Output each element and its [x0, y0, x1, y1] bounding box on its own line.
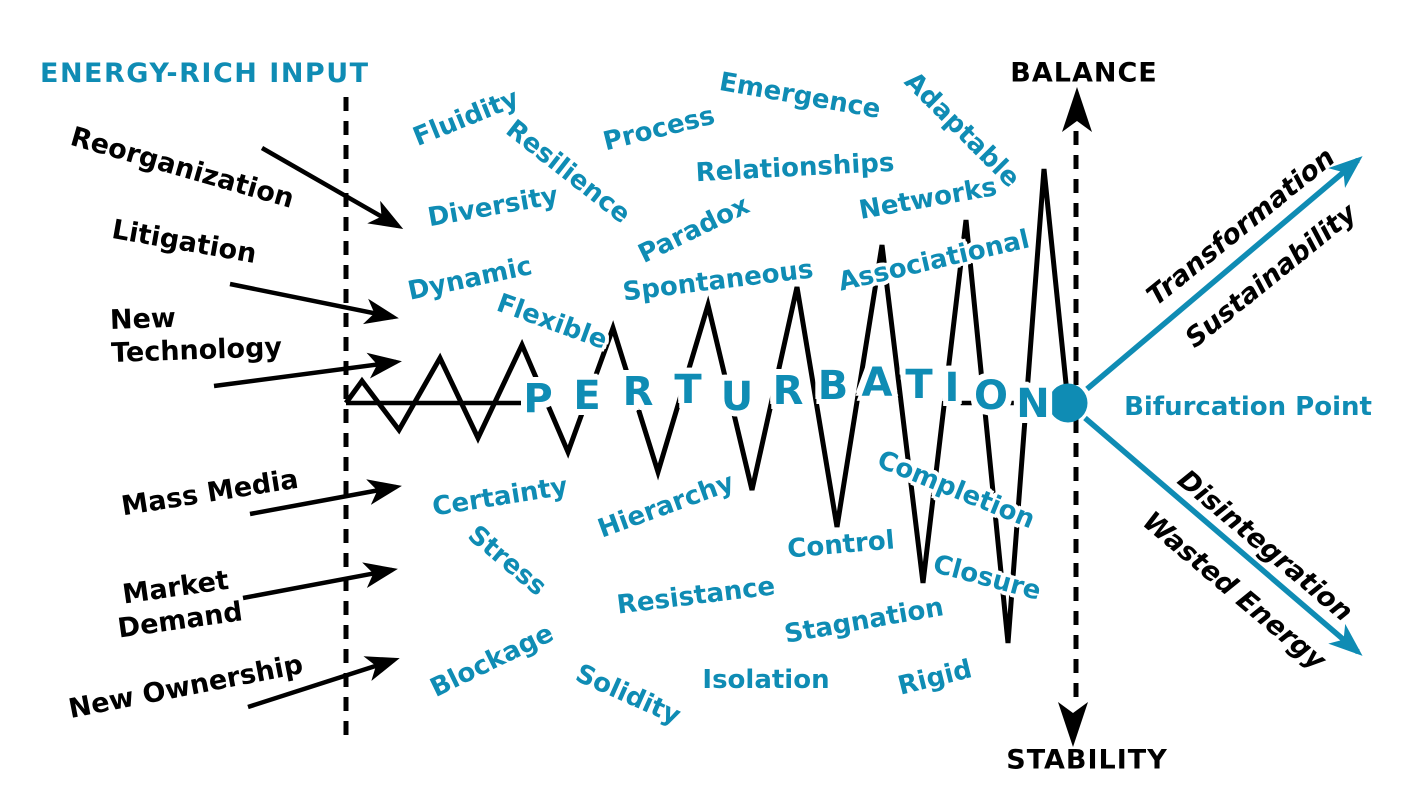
- axis-up-arrowhead: [1062, 87, 1092, 132]
- arrow-reorganization: [260, 146, 404, 229]
- disintegration-arrow: [1083, 415, 1363, 656]
- perturbation-letter: B: [817, 363, 849, 409]
- perturbation-letter: T: [905, 362, 933, 408]
- axis-down-arrowhead: [1058, 702, 1088, 747]
- perturbation-letter: O: [973, 373, 1009, 419]
- perturbation-letter: T: [674, 367, 702, 413]
- arrow-new-technology: [213, 352, 402, 389]
- perturbation-letter: R: [622, 369, 654, 415]
- arrow-litigation: [229, 281, 399, 325]
- bifurcation-point-label: Bifurcation Point: [1124, 392, 1372, 422]
- perturbation-letter: N: [1016, 381, 1050, 427]
- stability-label: STABILITY: [1006, 744, 1168, 776]
- rigid-word-isolation: Isolation: [702, 665, 830, 695]
- perturbation-letter: I: [944, 365, 960, 411]
- bifurcation-point-dot: [1048, 383, 1088, 423]
- input-label-new-technology: New Technology: [109, 302, 283, 369]
- input-arrows: [213, 146, 404, 710]
- perturbation-letter: A: [861, 360, 893, 406]
- energy-rich-input-heading: ENERGY-RICH INPUT: [40, 58, 370, 89]
- balance-label: BALANCE: [1010, 57, 1158, 89]
- perturbation-letter: U: [720, 374, 754, 420]
- arrow-market-demand: [242, 562, 398, 601]
- perturbation-letter: R: [772, 368, 804, 414]
- perturbation-wave: [343, 168, 1071, 644]
- arrow-mass-media: [249, 479, 402, 517]
- arrow-new-ownership: [247, 656, 400, 710]
- perturbation-letter: P: [523, 376, 553, 422]
- transformation-arrow: [1085, 156, 1363, 392]
- perturbation-letter: E: [573, 373, 601, 419]
